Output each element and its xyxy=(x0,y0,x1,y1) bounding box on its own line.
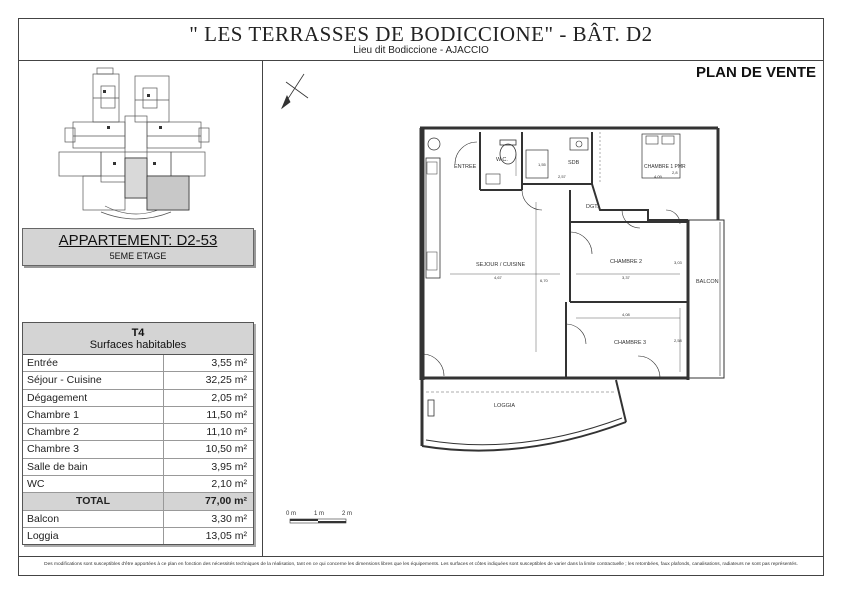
dim-chambre3-width: 4,08 xyxy=(622,312,631,317)
room-sejour: SEJOUR / CUISINE xyxy=(476,262,526,268)
north-arrow-icon xyxy=(281,73,309,110)
column-divider xyxy=(262,60,263,556)
surfaces-heading: Surfaces habitables xyxy=(89,339,187,351)
page-subtitle: Lieu dit Bodiccione - AJACCIO xyxy=(353,45,489,56)
footer-note: Des modifications sont susceptibles d'êt… xyxy=(44,562,798,567)
table-row: Loggia 13,05 m² xyxy=(23,527,253,545)
room-chambre2: CHAMBRE 2 xyxy=(610,259,642,265)
extra-label: Loggia xyxy=(23,527,164,545)
room-area: 32,25 m² xyxy=(205,374,247,387)
scale-label-0: 0 m xyxy=(286,511,296,517)
table-row: Séjour - Cuisine 32,25 m² xyxy=(23,372,253,390)
room-sdb: SDB xyxy=(568,160,580,166)
room-area: 2,05 m² xyxy=(211,391,247,404)
room-wc: W.C. xyxy=(496,157,508,163)
room-label: Dégagement xyxy=(23,389,164,406)
page-frame xyxy=(18,18,824,576)
scale-bar: 0 m 1 m 2 m xyxy=(286,511,352,524)
room-area: 2,10 m² xyxy=(211,478,247,491)
floor-plan: ENTREE W.C. SDB CHAMBRE 1 PMR DGT. SEJOU… xyxy=(281,73,725,452)
surfaces-header: T4 Surfaces habitables xyxy=(23,323,253,355)
scale-label-2: 2 m xyxy=(342,511,352,517)
total-label: TOTAL xyxy=(23,493,164,510)
table-row: Chambre 1 11,50 m² xyxy=(23,406,253,425)
key-plan xyxy=(58,67,210,220)
plan-label: PLAN DE VENTE xyxy=(695,64,816,81)
room-balcon: BALCON xyxy=(696,279,719,285)
extra-area: 3,30 m² xyxy=(211,512,247,525)
extra-area: 13,05 m² xyxy=(205,529,247,542)
apartment-title: APPARTEMENT: D2-53 xyxy=(58,232,218,249)
room-label: Salle de bain xyxy=(23,458,164,476)
table-row: WC 2,10 m² xyxy=(23,476,253,494)
total-area: 77,00 m² xyxy=(204,495,247,508)
table-row: Entrée 3,55 m² xyxy=(23,355,253,373)
table-row: Balcon 3,30 m² xyxy=(23,510,253,528)
dim-chambre1-height: 2,8 xyxy=(672,170,678,175)
apartment-type: T4 xyxy=(131,327,145,339)
dim-sejour-height: 6,70 xyxy=(540,278,549,283)
footer-divider xyxy=(18,556,824,557)
room-area: 3,55 m² xyxy=(211,357,247,369)
room-area: 11,10 m² xyxy=(206,426,247,439)
room-chambre3: CHAMBRE 3 xyxy=(614,340,646,346)
room-area: 11,50 m² xyxy=(206,408,247,421)
total-row: TOTAL 77,00 m² xyxy=(23,493,253,511)
dim-chambre3-height: 2,58 xyxy=(674,338,683,343)
apartment-box: APPARTEMENT: D2-53 5EME ETAGE xyxy=(22,228,254,266)
scale-label-1: 1 m xyxy=(314,511,324,517)
header-divider xyxy=(18,60,824,61)
extra-label: Balcon xyxy=(23,510,164,527)
room-label: Chambre 1 xyxy=(23,406,164,424)
table-row: Dégagement 2,05 m² xyxy=(23,389,253,407)
room-label: WC xyxy=(23,476,164,493)
room-label: Chambre 3 xyxy=(23,441,164,458)
dim-wc-height: 1,55 xyxy=(538,162,547,167)
surfaces-table: T4 Surfaces habitables Entrée 3,55 m² Séj… xyxy=(22,322,254,546)
room-area: 3,95 m² xyxy=(211,460,247,473)
room-label: Entrée xyxy=(23,355,164,372)
room-chambre1: CHAMBRE 1 PMR xyxy=(644,164,686,170)
table-row: Salle de bain 3,95 m² xyxy=(23,458,253,477)
room-label: Chambre 2 xyxy=(23,424,164,441)
dim-chambre1-width: 4,09 xyxy=(654,174,663,179)
room-entree: ENTREE xyxy=(454,164,477,170)
room-dgt: DGT. xyxy=(586,204,599,210)
apartment-floor: 5EME ETAGE xyxy=(109,251,167,261)
room-area: 10,50 m² xyxy=(205,443,247,456)
dim-chambre2-height: 3,03 xyxy=(674,260,683,265)
table-row: Chambre 2 11,10 m² xyxy=(23,424,253,442)
dim-chambre2-width: 3,37 xyxy=(622,275,631,280)
room-loggia: LOGGIA xyxy=(494,403,515,409)
dim-sdb-width: 2,57 xyxy=(558,174,567,179)
table-row: Chambre 3 10,50 m² xyxy=(23,441,253,459)
room-label: Séjour - Cuisine xyxy=(23,372,164,389)
page-title: " LES TERRASSES DE BODICCIONE" - BÂT. D2 xyxy=(189,22,653,46)
dim-sejour-width: 4,67 xyxy=(494,275,503,280)
